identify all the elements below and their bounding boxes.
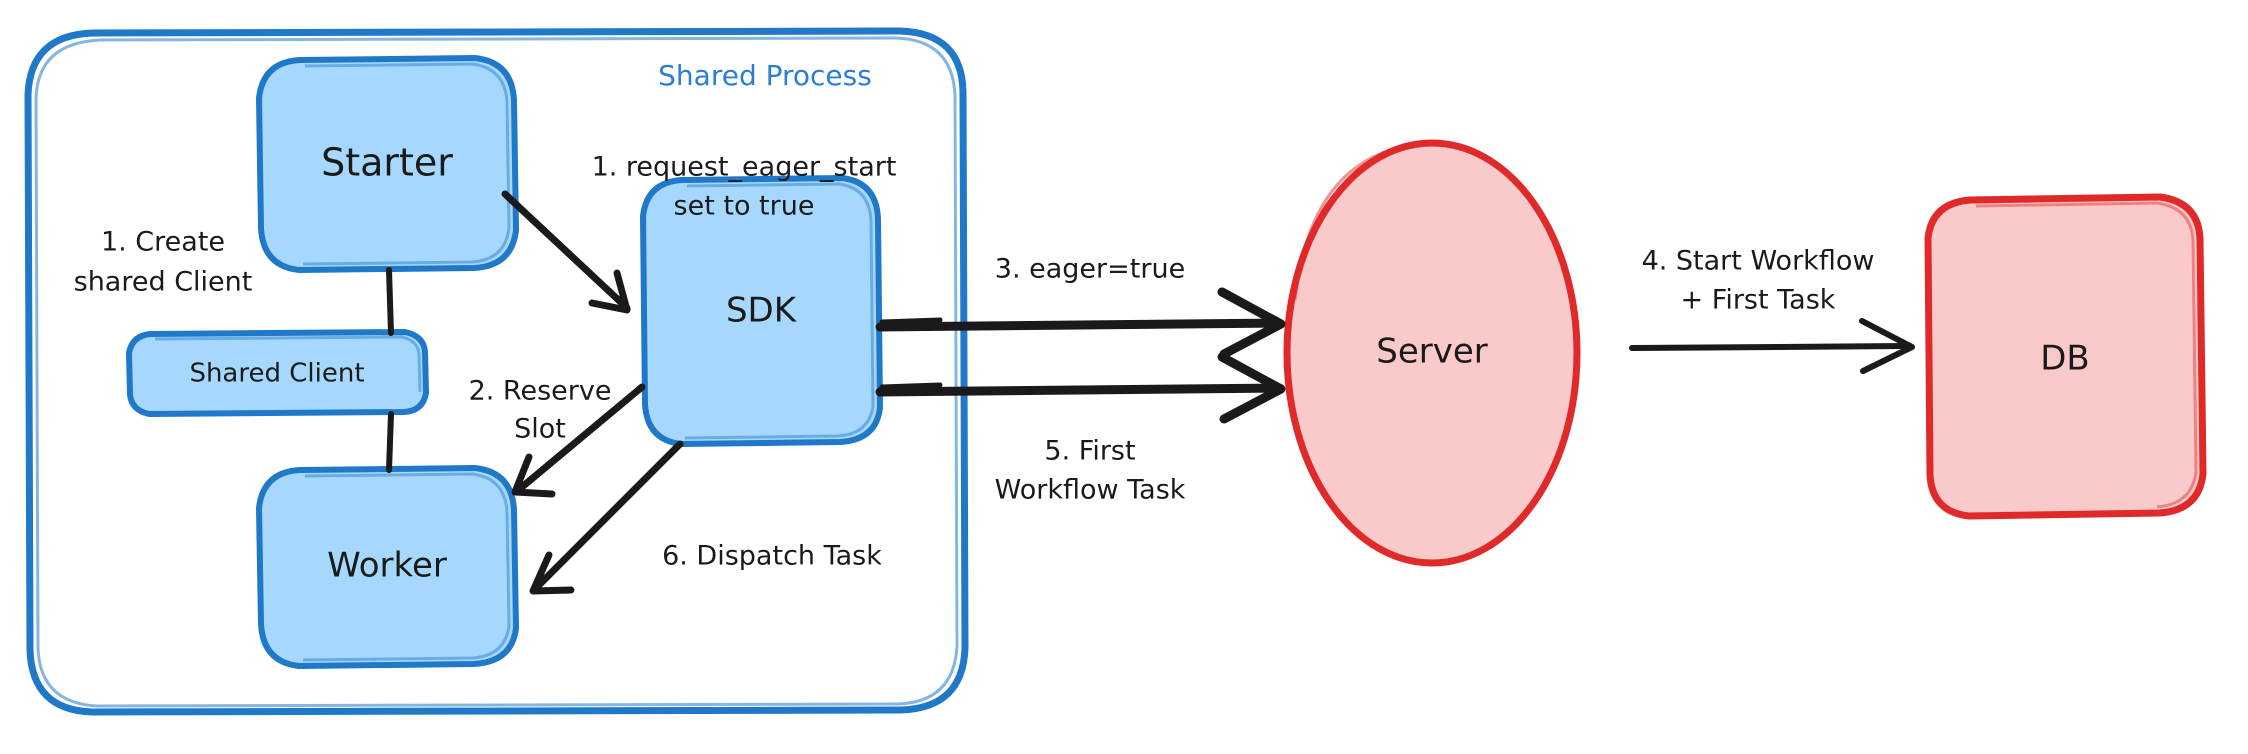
edge-label-first-workflow-task-line2: Workflow Task: [995, 475, 1186, 506]
node-label-server: Server: [1376, 332, 1488, 372]
edge-label-first-workflow-task-line1: 5. First: [1044, 436, 1135, 467]
edge-starter-to-sdk: 1. request_eager_start set to true: [501, 152, 897, 314]
node-sdk[interactable]: SDK: [639, 174, 884, 448]
edge-label-reserve-slot-line2: Slot: [514, 414, 566, 445]
node-label-db: DB: [2040, 339, 2090, 379]
edge-label-request-eager-start-line2: set to true: [674, 191, 815, 222]
group-shared-process[interactable]: Shared Process: [24, 27, 969, 716]
edge-starter-shared-client-worker: [386, 267, 394, 473]
edge-label-start-workflow-line2: + First Task: [1681, 285, 1836, 316]
node-shared-client[interactable]: Shared Client: [125, 328, 430, 418]
edge-label-create-shared-client: 1. Create shared Client: [74, 227, 253, 298]
edge-server-to-sdk-first-workflow-task: 5. First Workflow Task: [875, 352, 1286, 506]
node-starter[interactable]: Starter: [255, 54, 520, 274]
node-server[interactable]: Server: [1283, 139, 1581, 567]
node-worker[interactable]: Worker: [255, 464, 520, 670]
edge-label-eager-true: 3. eager=true: [995, 254, 1185, 285]
group-label-shared-process: Shared Process: [658, 59, 872, 92]
node-label-shared-client: Shared Client: [189, 359, 364, 389]
edge-label-reserve-slot-line1: 2. Reserve: [469, 376, 612, 407]
node-label-sdk: SDK: [726, 291, 798, 331]
edge-label-request-eager-start-line1: 1. request_eager_start: [592, 152, 897, 183]
edge-label-dispatch-task: 6. Dispatch Task: [662, 541, 882, 572]
edge-sdk-to-worker-reserve-slot: 2. Reserve Slot: [469, 376, 646, 498]
node-db[interactable]: DB: [1924, 193, 2207, 520]
node-label-starter: Starter: [321, 141, 453, 185]
edge-sdk-to-server-eager-true: 3. eager=true: [875, 254, 1286, 359]
edge-sdk-to-worker-dispatch-task: 6. Dispatch Task: [529, 440, 882, 595]
edge-server-to-db-start-workflow: 4. Start Workflow + First Task: [1629, 246, 1915, 374]
edge-label-start-workflow-line1: 4. Start Workflow: [1642, 246, 1875, 277]
edge-label-create-shared-client-line2: shared Client: [74, 267, 253, 298]
node-label-worker: Worker: [327, 546, 447, 586]
edge-label-create-shared-client-line1: 1. Create: [101, 227, 225, 258]
